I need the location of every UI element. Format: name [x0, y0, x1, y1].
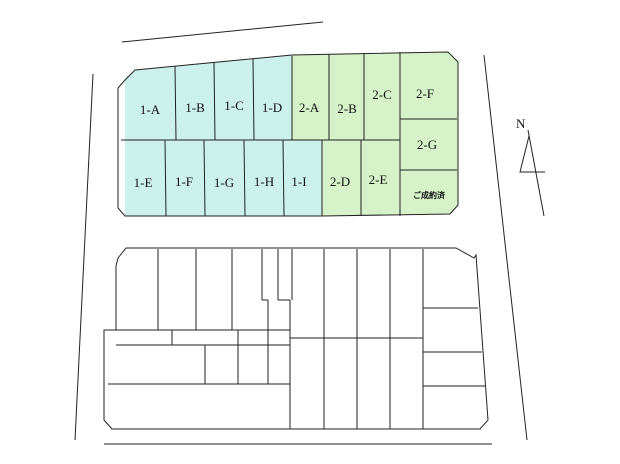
lot-label-2F: 2-F: [416, 86, 434, 101]
lot-divider: [243, 139, 246, 217]
lot-label-2B: 2-B: [337, 101, 357, 116]
lot-label-1G: 1-G: [214, 175, 234, 190]
lot-divider: [282, 139, 285, 217]
lot-label-2C: 2-C: [372, 87, 392, 102]
road-lines: [74, 21, 528, 445]
lot-label-1D: 1-D: [262, 100, 282, 115]
lot-label-2D: 2-D: [330, 174, 350, 189]
upper-block: 1-A 1-B 1-C 1-D 2-A 2-B 2-C 2-F 1-E 1-F …: [117, 51, 459, 217]
north-road-line: [121, 21, 324, 43]
lot-divider: [164, 139, 167, 217]
lot-divider: [213, 62, 216, 141]
phase1-area: [125, 55, 322, 216]
lot-label-1B: 1-B: [185, 100, 205, 115]
north-arrow-shaft: [527, 129, 545, 217]
lot-label-1F: 1-F: [175, 174, 193, 189]
west-road-line: [74, 73, 94, 441]
lot-divider: [252, 58, 255, 141]
lot-label-1E: 1-E: [134, 175, 153, 190]
lot-divider: [203, 139, 206, 217]
upper-block-outline: [117, 51, 459, 217]
lot-label-1I: 1-I: [291, 174, 306, 189]
lot-label-1A: 1-A: [140, 102, 161, 117]
north-label: N: [516, 116, 526, 131]
north-arrow: N: [516, 116, 545, 217]
east-road-line: [483, 54, 528, 441]
lot-divider: [174, 65, 177, 141]
phase2-area: [292, 52, 458, 216]
lower-block: [103, 247, 489, 430]
lot-label-2G: 2-G: [417, 137, 437, 152]
north-arrow-head: [519, 135, 545, 173]
lot-label-2E: 2-E: [369, 172, 388, 187]
lot-label-1H: 1-H: [254, 174, 274, 189]
sold-lot-label: ご成約済: [413, 190, 446, 200]
lot-label-1C: 1-C: [224, 98, 244, 113]
lot-label-2A: 2-A: [299, 100, 320, 115]
